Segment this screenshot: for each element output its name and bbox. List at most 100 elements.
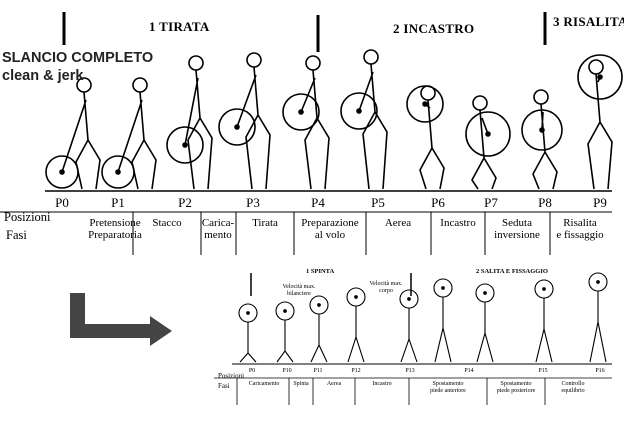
- position-label: P8: [538, 195, 552, 210]
- position-label: P4: [311, 195, 325, 210]
- jerk-row-label-fasi: Fasi: [218, 382, 230, 390]
- phase-label-line2: e fissaggio: [556, 229, 604, 241]
- lifter-figure: [406, 85, 445, 190]
- phase-label: Aerea: [364, 217, 432, 229]
- position-label: P16: [595, 368, 605, 374]
- phase-title-tirata: 1 TIRATA: [149, 19, 210, 34]
- phase-label-line2: Preparatoria: [88, 229, 142, 241]
- position-label: P5: [371, 195, 385, 210]
- lifter-figure: [465, 95, 511, 190]
- position-label: P0: [248, 368, 256, 374]
- lifter-figure: [282, 55, 330, 190]
- barbell-plate: [465, 111, 511, 157]
- phase-label: Spinta: [275, 381, 327, 388]
- barbell-plate: [218, 108, 256, 146]
- barbell-plate: [521, 109, 563, 151]
- row-label-fasi: Fasi: [6, 228, 27, 242]
- barbell-plate: [282, 93, 320, 131]
- phase-label: Carica-mento: [184, 217, 252, 241]
- position-label: P12: [351, 368, 361, 374]
- phase-label-line1: Spostamento: [432, 381, 464, 387]
- position-label: P13: [405, 368, 415, 374]
- phase-label-line1: Aerea: [326, 381, 342, 387]
- position-label: P1: [111, 195, 125, 210]
- annotation-vel-corpo: Velocità max. corpo: [369, 281, 403, 294]
- phase-label-line1: Incastro: [440, 217, 476, 229]
- row-label-posizioni: Posizioni: [4, 210, 51, 224]
- phase-label-line1: Risalita: [563, 217, 597, 229]
- jerk-phase-title-salita: 2 SALITA E FISSAGGIO: [476, 268, 548, 275]
- position-label: P3: [246, 195, 260, 210]
- phase-label: Tirata: [231, 217, 299, 229]
- position-label: P10: [282, 368, 292, 374]
- lifter-figure: [346, 287, 366, 363]
- position-label: P6: [431, 195, 445, 210]
- phase-label: Incastro: [424, 217, 492, 229]
- jerk-phase-title-spinta: 1 SPINTA: [306, 268, 335, 275]
- lifter-figure: [588, 272, 608, 363]
- phase-title-incastro: 2 INCASTRO: [393, 21, 475, 36]
- phase-label-line1: Carica-: [201, 217, 235, 229]
- phase-label: Caricamento: [238, 381, 290, 388]
- phase-label-line1: Controllo: [561, 381, 585, 387]
- figure-subtitle: clean & jerk: [2, 68, 84, 84]
- lifter-figure: [309, 295, 329, 363]
- lifter-figure: [218, 52, 271, 190]
- figure-title: SLANCIO COMPLETO: [2, 50, 154, 66]
- phase-label-line1: Caricamento: [248, 381, 280, 387]
- phase-label-line1: Seduta: [502, 217, 532, 229]
- barbell-plate: [340, 92, 378, 130]
- lifter-figure: [399, 289, 419, 363]
- lifter-figure: [433, 278, 453, 363]
- lifter-figure: [166, 55, 213, 190]
- annotation-vel-bilanciere: Velocità max. bilanciere: [282, 284, 316, 297]
- lifter-figure: [45, 77, 101, 190]
- phase-label-line1: Stacco: [152, 217, 182, 229]
- position-label: P7: [484, 195, 498, 210]
- position-label: P14: [464, 368, 474, 374]
- phase-label-line1: Aerea: [384, 217, 412, 229]
- barbell-plate: [45, 155, 79, 189]
- phase-label-line2: inversione: [494, 229, 540, 241]
- position-label: P9: [593, 195, 607, 210]
- position-label: P0: [55, 195, 69, 210]
- barbell-plate: [577, 54, 623, 100]
- position-label: P15: [538, 368, 548, 374]
- lifter-figure: [534, 279, 554, 363]
- lifter-figure: [238, 303, 258, 363]
- barbell-plate: [101, 155, 135, 189]
- lifter-figure: [521, 89, 563, 190]
- barbell-plate: [406, 85, 444, 123]
- phase-label-line1: Tirata: [252, 217, 278, 229]
- phase-label-line1: Incastro: [372, 381, 392, 387]
- phase-label: Stacco: [133, 217, 201, 229]
- lifter-figure: [101, 77, 157, 190]
- phase-title-risalita: 3 RISALITA: [553, 14, 624, 29]
- phase-label-line1: Spinta: [293, 381, 309, 387]
- phase-label-line2: equilibrio: [561, 388, 585, 394]
- phase-label-line2: mento: [204, 229, 232, 241]
- phase-label: Aerea: [308, 381, 360, 388]
- lifter-figure: [475, 283, 495, 363]
- position-label: P2: [178, 195, 192, 210]
- phase-label-line2: piede posteriore: [496, 388, 536, 394]
- position-label: P11: [313, 368, 323, 374]
- jerk-row-label-posizioni: Posizioni: [218, 372, 245, 380]
- lifter-figure: [340, 49, 388, 190]
- phase-label-line1: Pretensione: [89, 217, 141, 229]
- barbell-plate: [166, 126, 204, 164]
- phase-label-line1: Preparazione: [301, 217, 359, 229]
- phase-label-line1: Spostamento: [500, 381, 532, 387]
- phase-label-line2: piede anteriore: [430, 388, 466, 394]
- lifter-figure: [275, 301, 295, 363]
- phase-label-line2: al volo: [314, 229, 346, 241]
- lifter-figure: [577, 54, 623, 190]
